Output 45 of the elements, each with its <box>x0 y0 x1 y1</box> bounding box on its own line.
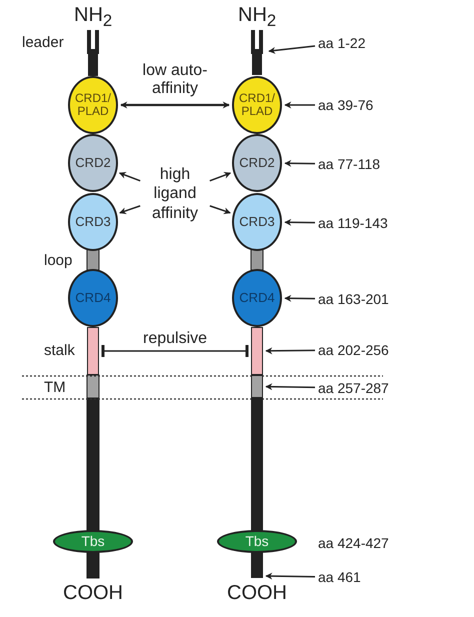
arrow <box>284 160 315 167</box>
arrow <box>265 572 316 580</box>
tm-segment <box>251 375 263 398</box>
terminus-label: COOH <box>63 582 123 605</box>
range-label: aa 119-143 <box>318 214 388 232</box>
range-label: aa 1-22 <box>318 34 366 52</box>
annotation-text: high ligand affinity <box>143 163 207 225</box>
arrow <box>210 172 232 182</box>
range-label: aa 163-201 <box>318 290 389 308</box>
leader-drawing <box>248 30 266 75</box>
terminus-label: COOH <box>227 582 287 605</box>
crd-domain: CRD1/ PLAD <box>68 76 118 134</box>
arrow <box>268 45 316 54</box>
tbs-domain: Tbs <box>53 530 133 553</box>
arrow <box>284 218 315 226</box>
arrow <box>119 205 140 214</box>
arrow <box>120 102 230 108</box>
terminus-label: NH$_{2}$ <box>238 4 276 31</box>
range-label: aa 257-287 <box>318 379 389 397</box>
crd-domain: CRD2 <box>232 134 282 192</box>
range-label: aa 39-76 <box>318 96 374 114</box>
region-label: stalk <box>44 342 75 359</box>
region-label: leader <box>22 34 64 51</box>
arrow <box>284 102 315 108</box>
range-label: aa 77-118 <box>318 155 380 173</box>
stalk-segment <box>87 327 99 375</box>
arrow <box>265 383 316 390</box>
arrow <box>284 294 315 302</box>
stalk-segment <box>251 327 263 375</box>
tbs-domain: Tbs <box>217 530 297 553</box>
crd-domain: CRD3 <box>68 193 118 251</box>
arrow <box>118 172 140 182</box>
range-label: aa 461 <box>318 568 361 586</box>
crd-domain: CRD3 <box>232 193 282 251</box>
crd-domain: CRD4 <box>68 269 118 327</box>
arrow <box>265 347 315 354</box>
terminus-label: NH$_{2}$ <box>74 4 112 31</box>
region-label: TM <box>44 379 66 396</box>
crd-domain: CRD4 <box>232 269 282 327</box>
crd-domain: CRD1/ PLAD <box>232 76 282 134</box>
range-label: aa 202-256 <box>318 341 389 359</box>
region-label: loop <box>44 252 72 269</box>
inhibition-line <box>102 345 248 357</box>
range-label: aa 424-427 <box>318 535 389 551</box>
crd-domain: CRD2 <box>68 134 118 192</box>
